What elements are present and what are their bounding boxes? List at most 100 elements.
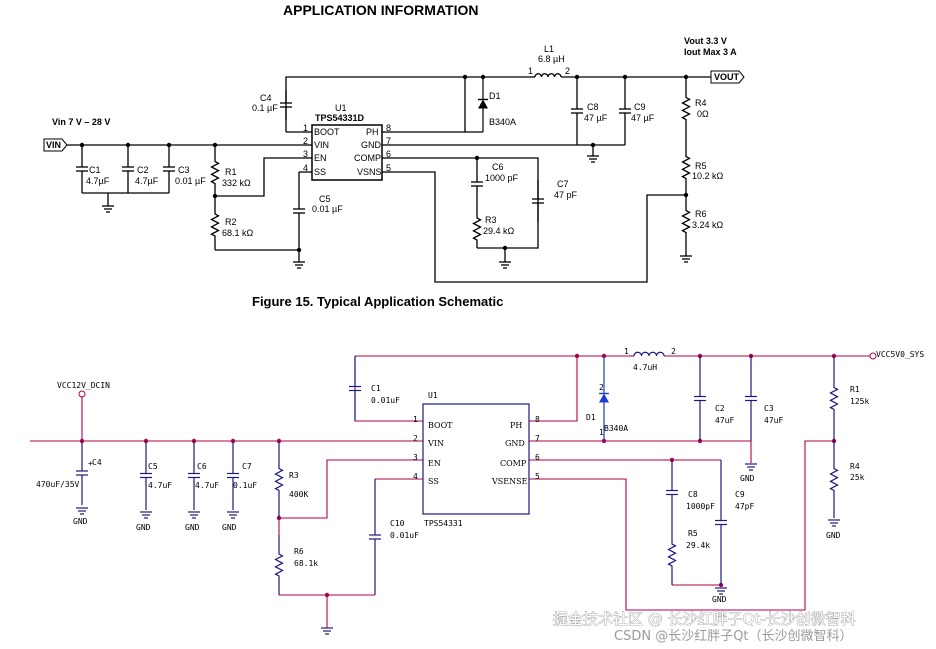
top-heading: APPLICATION INFORMATION (283, 2, 478, 18)
bottom-c4-symbol (76, 441, 88, 505)
top-gnd-output (587, 155, 599, 163)
top-r3-symbol (472, 210, 482, 248)
top-ic-pin5-num: 5 (386, 163, 391, 173)
bottom-gnd-label-c4: GND (73, 517, 88, 526)
bottom-c9-symbol (715, 460, 727, 585)
bottom-r6-ref: R6 (294, 547, 304, 556)
bottom-vout-net-label: VCC5V0_SYS (876, 350, 924, 359)
junction-dot (502, 245, 508, 251)
bottom-ph-wire (529, 356, 578, 422)
junction-dot (590, 142, 596, 148)
bottom-c8-ref: C8 (688, 490, 698, 499)
top-c5-ref: C5 (319, 194, 331, 204)
bottom-c2-symbol (694, 356, 706, 441)
junction-dot (574, 353, 580, 359)
top-gnd-ss (293, 261, 305, 269)
bottom-ic-pin6-name: COMP (500, 459, 527, 468)
top-r2-ref: R2 (225, 217, 237, 227)
top-c3-value: 0.01 µF (175, 176, 206, 186)
top-ic-pin4-num: 4 (303, 163, 308, 173)
top-ic-pin2-name: VIN (314, 140, 329, 150)
bottom-r4-value: 25k (850, 473, 865, 482)
top-ic-pin7-name: GND (361, 140, 382, 150)
bottom-gnd-label-out: GND (740, 474, 755, 483)
top-c4-symbol (280, 90, 292, 120)
top-c7-ref: C7 (557, 179, 569, 189)
top-c6-value: 1000 pF (485, 173, 519, 183)
bottom-r1-symbol (829, 356, 839, 441)
top-ic-pin8-name: PH (366, 127, 379, 137)
top-ic-pin6-num: 6 (386, 149, 391, 159)
bottom-c2-ref: C2 (715, 404, 725, 413)
top-c8-ref: C8 (587, 102, 599, 112)
bottom-vin-net-label: VCC12V_DCIN (57, 381, 110, 390)
svg-text:VOUT: VOUT (714, 72, 740, 82)
top-ic-pin8-num: 8 (386, 123, 391, 133)
bottom-ic-pin4-num: 4 (413, 472, 418, 481)
top-wires (67, 74, 711, 283)
bottom-gnd-c6 (188, 511, 200, 519)
top-r6-value: 3.24 kΩ (692, 220, 724, 230)
bottom-c10-symbol (369, 479, 381, 595)
top-c4-value: 0.1 µF (252, 103, 278, 113)
top-r1-value: 332 kΩ (222, 178, 251, 188)
bottom-d1-pin2: 2 (599, 383, 604, 392)
top-ic-pin7-num: 7 (386, 136, 391, 146)
bottom-vsense-wire (529, 440, 834, 611)
bottom-c9-value: 47pF (735, 502, 754, 511)
junction-dot (324, 592, 330, 598)
top-l1-pin2: 2 (565, 66, 570, 76)
bottom-c1-ref: C1 (371, 384, 381, 393)
bottom-gnd-comp (715, 587, 727, 595)
top-en-wire (215, 157, 303, 197)
top-ic-pin5-name: VSNS (357, 167, 382, 177)
top-l1-symbol (534, 73, 562, 78)
top-c3-symbol (163, 145, 175, 193)
top-r6-ref: R6 (695, 209, 707, 219)
top-components (76, 73, 692, 269)
bottom-c1-symbol (349, 356, 361, 421)
top-c2-symbol (122, 145, 134, 193)
top-d1-ref: D1 (489, 91, 501, 101)
bottom-r1-value: 125k (850, 397, 869, 406)
bottom-ic-pin1-name: BOOT (428, 421, 453, 430)
top-c1-value: 4.7µF (86, 176, 110, 186)
bottom-r3-symbol (274, 441, 284, 518)
bottom-ic-pin2-name: VIN (427, 439, 444, 448)
top-vout-port: VOUT (710, 70, 745, 84)
bottom-r3-value: 400K (289, 490, 308, 499)
bottom-d1-symbol (599, 356, 609, 441)
bottom-wires (30, 353, 870, 628)
bottom-vin-net-marker (78, 390, 86, 398)
bottom-ic-pin7-name: GND (505, 439, 525, 448)
bottom-gnd-c7 (227, 511, 239, 519)
svg-text:U1: U1 (335, 103, 347, 113)
svg-text:U1: U1 (428, 391, 438, 400)
bottom-r6-value: 68.1k (294, 559, 318, 568)
top-l1-pin1: 1 (528, 66, 533, 76)
bottom-c7-value: 0.1uF (233, 481, 257, 490)
top-gnd-comp (499, 261, 511, 269)
top-vsns-wire (393, 171, 686, 283)
bottom-ic-pin3-num: 3 (413, 453, 418, 462)
top-r5-ref: R5 (695, 161, 707, 171)
bottom-gnd-output (745, 463, 757, 471)
watermark-line2: CSDN @长沙红胖子Qt（长沙创微智科） (614, 628, 853, 644)
bottom-gnd-c5 (140, 511, 152, 519)
bottom-c6-symbol (188, 441, 200, 510)
top-ph-wire (393, 77, 466, 133)
top-c6-ref: C6 (492, 162, 504, 172)
top-ic-pin1-name: BOOT (314, 127, 340, 137)
bottom-c6-value: 4.7uF (195, 481, 219, 490)
bottom-c3-symbol (745, 356, 757, 441)
svg-text:TPS54331: TPS54331 (424, 519, 463, 528)
top-c3-ref: C3 (178, 165, 190, 175)
bottom-c8-symbol (666, 460, 678, 525)
bottom-ic-pin7-num: 7 (535, 434, 540, 443)
bottom-ic-pin8-num: 8 (535, 415, 540, 424)
svg-text:VIN: VIN (46, 140, 61, 150)
bottom-ic-pin3-name: EN (428, 459, 441, 468)
bottom-vout-net-marker (869, 352, 877, 360)
